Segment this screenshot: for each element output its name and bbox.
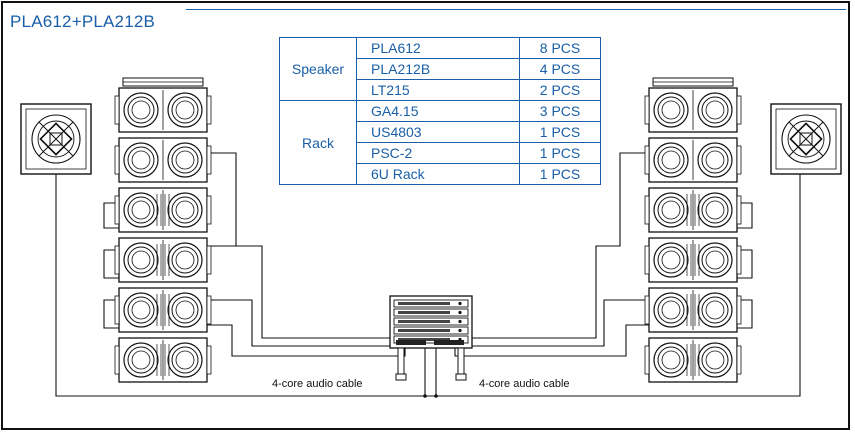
rack-leg [457,347,465,377]
cable-junction [423,394,427,398]
array-cabinet [644,187,742,233]
cable [454,324,649,357]
cable-lines [55,152,801,398]
sub-cabinet [644,137,742,183]
cable [737,299,753,329]
cable [472,299,649,347]
cable-label-left: 4-core audio cable [271,378,364,390]
table-row: Speaker PLA612 8 PCS [279,37,601,101]
cable-junction [434,394,438,398]
array-cabinet [644,337,742,383]
category-speaker: Speaker [279,37,357,101]
qty-cell: 4 PCS [519,58,601,80]
woofer [123,242,159,278]
model-cell: 6U Rack [356,163,520,185]
woofer [653,92,689,128]
cable [55,174,801,397]
cable [103,202,119,229]
cable [737,202,753,229]
woofer [123,292,159,328]
woofer [697,92,733,128]
woofer [167,92,203,128]
woofer [167,242,203,278]
qty-cell: 1 PCS [519,163,601,185]
line-array-right [644,77,742,383]
rack-connectors [396,340,426,345]
table-row: PLA212B 4 PCS [280,58,601,80]
woofer [123,142,159,178]
array-cabinet [114,337,212,383]
rack-leg [397,347,405,377]
qty-cell: 8 PCS [519,37,601,59]
table-row: Rack GA4.15 3 PCS [279,100,601,185]
cable [207,152,390,339]
woofer [123,192,159,228]
equipment-table: Speaker PLA612 8 PCS PLA212B 4 PCS LT215… [279,37,601,185]
qty-cell: 1 PCS [519,121,601,143]
sub-cabinet [114,137,212,183]
speaker-arrays [114,77,742,383]
model-cell: GA4.15 [356,100,520,122]
woofer [697,242,733,278]
table-row: 6U Rack 1 PCS [280,163,601,185]
woofer [653,292,689,328]
qty-cell: 3 PCS [519,100,601,122]
woofer [123,342,159,378]
category-rack: Rack [279,100,357,185]
cable [103,249,119,279]
subwoofers [20,103,842,175]
woofer [167,192,203,228]
table-row: PSC-2 1 PCS [280,142,601,164]
woofer [697,192,733,228]
model-cell: PSC-2 [356,142,520,164]
woofer [653,192,689,228]
cable [472,152,649,339]
woofer [167,142,203,178]
woofer [653,242,689,278]
cable-label-right: 4-core audio cable [478,378,571,390]
woofer [167,342,203,378]
woofer [697,292,733,328]
cable [103,299,119,329]
header-rule [186,9,846,10]
cable [737,249,753,279]
sub-cabinet [114,87,212,133]
array-cabinet [114,287,212,333]
cable [207,299,390,347]
table-row: US4803 1 PCS [280,121,601,143]
woofer [167,292,203,328]
woofer [653,342,689,378]
woofer [653,142,689,178]
cable [207,324,406,357]
woofer [697,342,733,378]
amplifier-rack [389,295,473,381]
woofer [123,92,159,128]
sub-cabinet [644,87,742,133]
monitor-speaker-left [20,103,92,175]
array-cabinet [644,237,742,283]
line-array-left [114,77,212,383]
model-cell: US4803 [356,121,520,143]
model-cell: PLA212B [356,58,520,80]
diagram-title: PLA612+PLA212B [10,12,156,31]
array-cabinet [114,237,212,283]
monitor-speaker-right [770,103,842,175]
array-cabinet [644,287,742,333]
woofer [697,142,733,178]
array-cabinet [114,187,212,233]
